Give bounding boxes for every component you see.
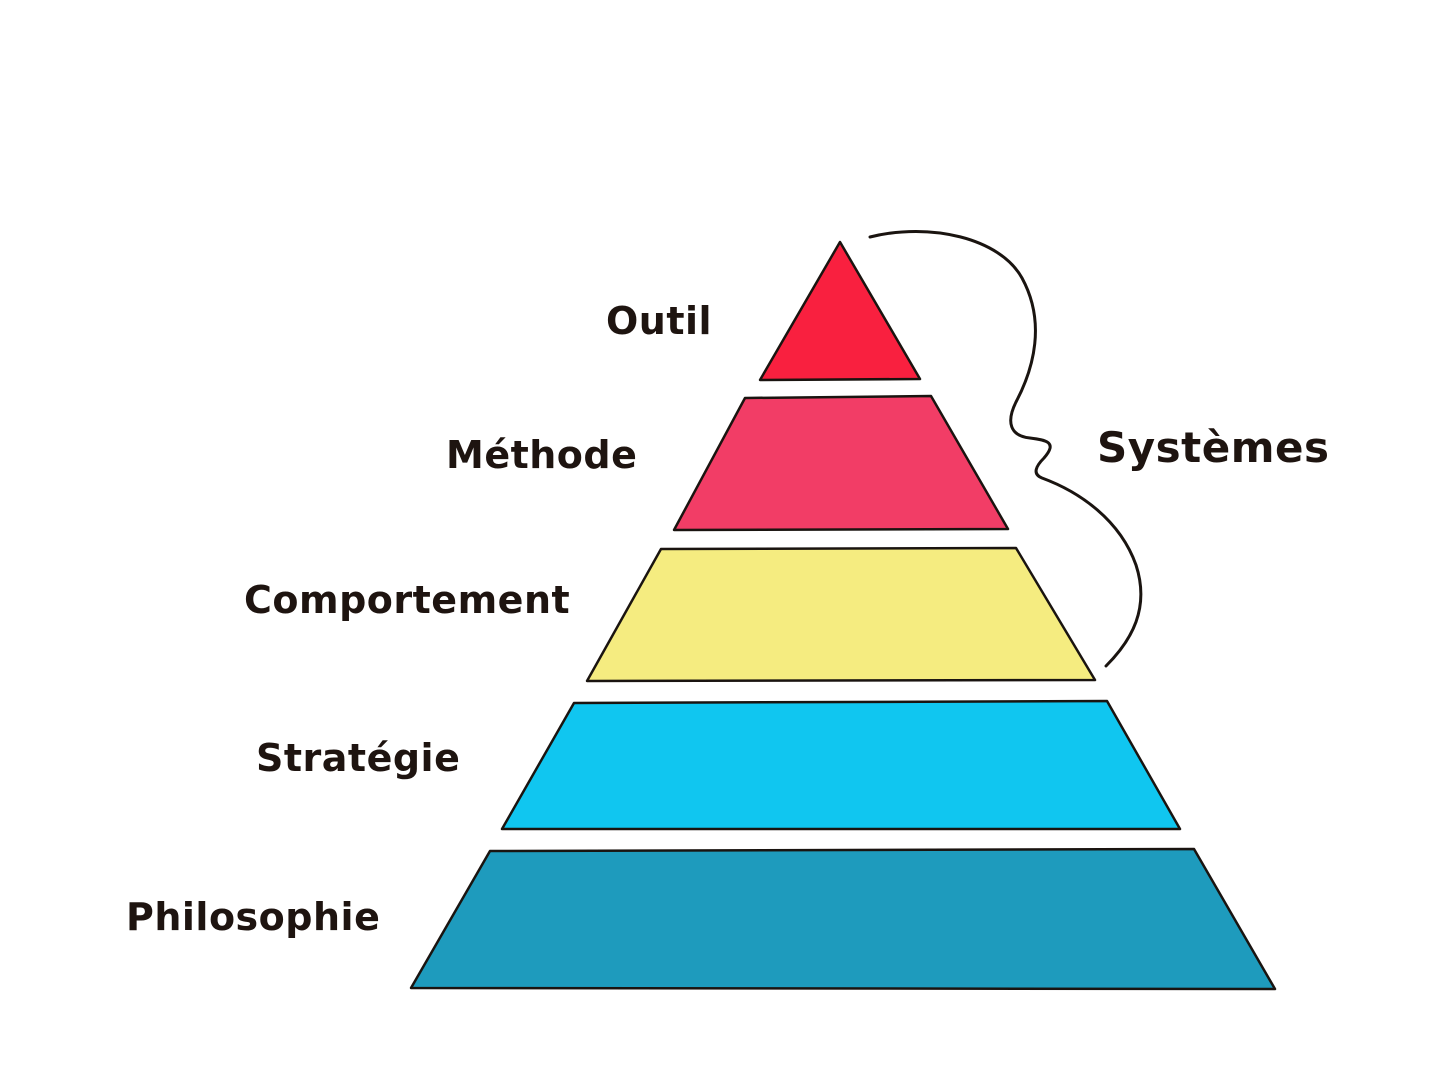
layer-label-comportement: Comportement bbox=[244, 578, 570, 622]
curly-brace bbox=[868, 230, 1143, 668]
layer-label-strategie: Stratégie bbox=[256, 736, 460, 780]
layer-shape-strategie bbox=[500, 699, 1182, 831]
layer-label-methode: Méthode bbox=[446, 433, 637, 477]
layer-shape-methode bbox=[672, 394, 1010, 532]
pyramid-layer-strategie: Stratégie bbox=[256, 699, 1182, 831]
group-label-systemes: Systèmes bbox=[1097, 423, 1329, 472]
pyramid-layer-comportement: Comportement bbox=[244, 546, 1097, 683]
layer-shape-comportement bbox=[585, 546, 1097, 683]
layer-shape-philosophie bbox=[409, 847, 1277, 991]
systemes-group: Systèmes bbox=[868, 230, 1329, 668]
pyramid-layer-outil: Outil bbox=[606, 240, 922, 382]
layer-label-philosophie: Philosophie bbox=[126, 895, 380, 939]
layer-shape-outil bbox=[758, 240, 922, 382]
pyramid-layer-philosophie: Philosophie bbox=[126, 847, 1277, 991]
layer-label-outil: Outil bbox=[606, 299, 712, 343]
pyramid-layer-methode: Méthode bbox=[446, 394, 1010, 532]
